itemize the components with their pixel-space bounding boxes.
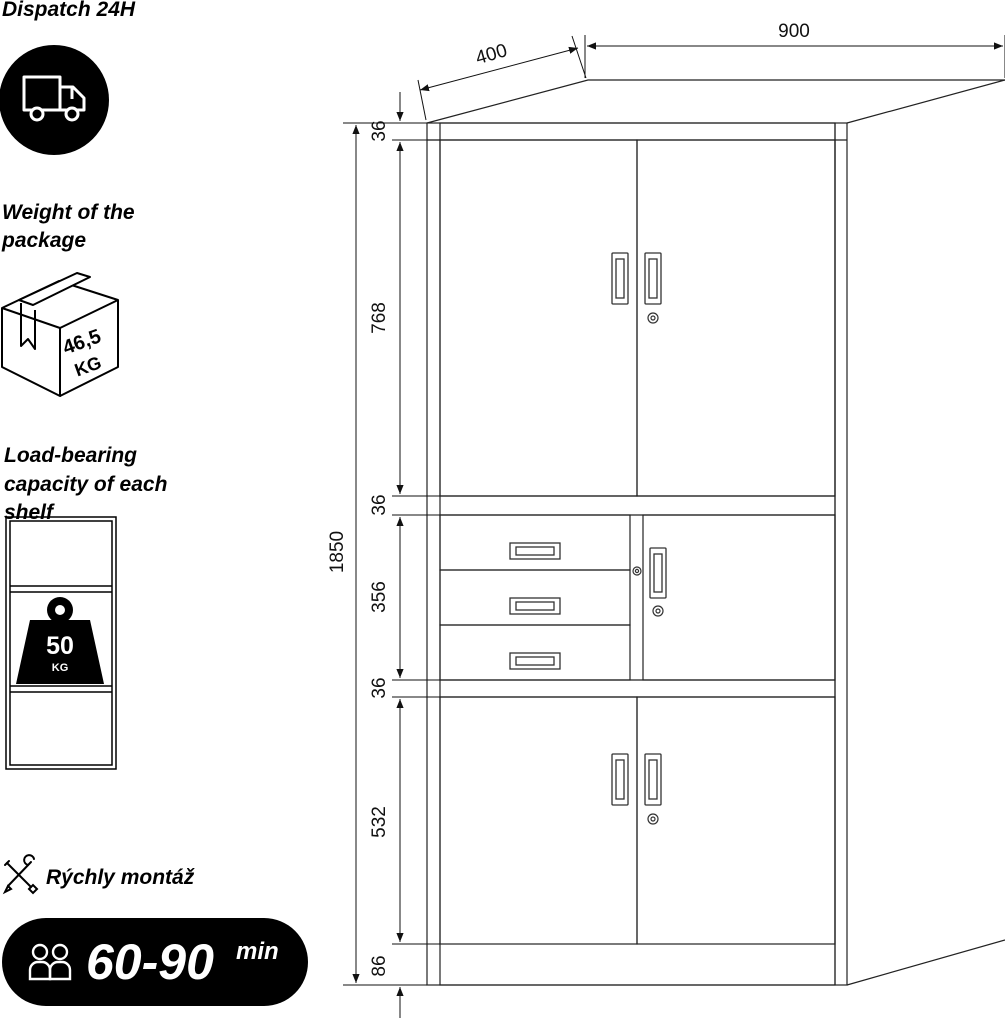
assembly-time-value: 60-90 (86, 934, 214, 990)
total-height-dimension: 1850 (327, 531, 348, 573)
weight-label-line1: Weight of the (2, 201, 135, 224)
dispatch-label: Dispatch 24H (2, 0, 136, 21)
shelf2-dimension: 36 (369, 677, 390, 698)
base-plinth-dimension: 86 (369, 955, 390, 976)
lock-icons (632, 312, 664, 825)
shelf-icon (5, 516, 117, 770)
dimension-lines (343, 35, 1005, 1018)
cabinet-outline (426, 79, 1005, 986)
tools-icon (2, 854, 39, 895)
truck-icon (0, 45, 109, 155)
weight-label-line2: package (2, 229, 87, 252)
assembly-label: Rýchly montáž (46, 866, 195, 889)
width-dimension: 900 (778, 21, 810, 42)
assembly-time-badge: 60-90 min (2, 918, 308, 1006)
shelf-load-unit: KG (52, 662, 69, 674)
upper-doors-dimension: 768 (369, 302, 390, 334)
assembly-time-unit: min (236, 938, 279, 965)
load-label-line1: Load-bearing (4, 444, 138, 467)
people-icon (28, 943, 72, 981)
top-plinth-dimension: 36 (369, 120, 390, 141)
weight-kettlebell-icon (16, 597, 104, 684)
lower-doors-dimension: 532 (369, 806, 390, 838)
package-box-icon (1, 272, 119, 397)
load-label-line3: shelf (4, 501, 54, 524)
load-label-line2: capacity of each (4, 473, 168, 496)
door-handles (509, 252, 667, 806)
depth-dimension: 400 (473, 40, 509, 69)
shelf1-dimension: 36 (369, 494, 390, 515)
shelf-load-value: 50 (46, 632, 74, 660)
middle-section-dimension: 356 (369, 581, 390, 613)
